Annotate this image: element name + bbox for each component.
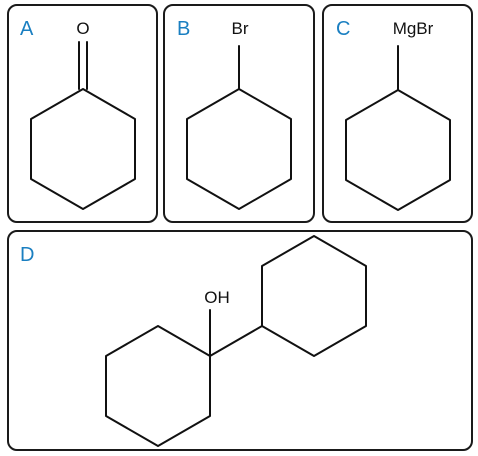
ring-ring-bond [209,325,263,357]
panel-label-a: A [20,18,34,40]
hydroxyl-label: OH [204,288,230,307]
cyclohexane-ring [30,88,136,210]
panel-label-c: C [336,18,351,40]
molecule-bromocyclohexane: Br [186,19,292,210]
panel-b: B Br [163,4,315,223]
cyclohexane-ring [186,88,292,210]
molecule-cyclohexylcyclohexanol: OH [105,235,367,447]
cyclohexane-ring [345,89,451,211]
oxygen-label: O [76,19,89,38]
panel-d: D OH [7,230,473,451]
panel-label-b: B [177,18,191,40]
panel-label-d: D [20,244,35,266]
molecule-grignard-reagent: MgBr [345,19,451,211]
panel-c: C MgBr [322,4,473,223]
upper-cyclohexane-ring [261,235,367,357]
bromine-label: Br [232,19,249,38]
panel-a: A O [7,4,158,223]
molecule-cyclohexanone: O [30,19,136,210]
lower-cyclohexane-ring [105,325,211,447]
magnesium-bromide-label: MgBr [393,19,434,38]
